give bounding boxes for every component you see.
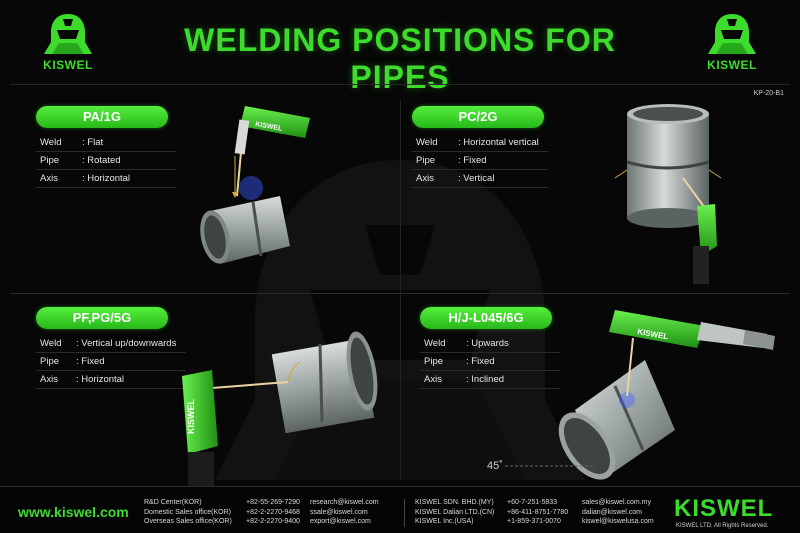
torch-label: KISWEL	[186, 398, 196, 434]
spec-value: : Fixed	[76, 356, 105, 367]
spec-row: Pipe : Rotated	[36, 152, 176, 170]
footer: www.kiswel.com R&D Center(KOR) Domestic …	[0, 486, 800, 533]
page-title: WELDING POSITIONS FOR PIPES	[184, 22, 616, 95]
phones-intl: +60-7-251-5833 +86-411-8751-7780 +1-859-…	[507, 498, 568, 527]
email-link[interactable]: ssale@kiswel.com	[310, 508, 368, 516]
header: KISWEL WELDING POSITIONS FOR PIPES KISWE…	[0, 0, 800, 95]
website-link[interactable]: www.kiswel.com	[18, 504, 129, 520]
kiswel-logo-right: KISWEL	[692, 12, 772, 74]
emails-intl: sales@kiswel.com.my dalian@kiswel.com ki…	[582, 498, 654, 527]
office-name: Overseas Sales office(KOR)	[144, 518, 232, 525]
spec-key: Weld	[40, 137, 62, 148]
spec-row: Pipe : Fixed	[36, 353, 186, 371]
spec-value: : Flat	[82, 137, 104, 148]
logo-text: KISWEL	[43, 58, 93, 72]
office-name: KISWEL Inc.(USA)	[415, 518, 474, 525]
emails-kor: research@kiswel.com ssale@kiswel.com exp…	[310, 498, 379, 527]
spec-table: Weld : Flat Pipe : Rotated Axis : Horizonta…	[36, 134, 176, 188]
phone-number: +82-55-269-7290	[246, 499, 300, 506]
spec-row: Axis : Vertical	[412, 170, 548, 188]
spec-key: Axis	[416, 173, 434, 184]
phone-number: +86-411-8751-7780	[507, 508, 569, 516]
spec-value: : Horizontal	[82, 173, 131, 184]
kiswel-logo-left: KISWEL	[28, 12, 108, 74]
spec-row: Weld : Horizontal vertical	[412, 134, 548, 152]
horizontal-divider	[10, 293, 790, 294]
position-badge: PA/1G	[36, 106, 168, 128]
spec-row: Axis : Horizontal	[36, 170, 176, 188]
spec-value: : Inclined	[466, 374, 505, 385]
office-name: R&D Center(KOR)	[144, 499, 202, 506]
office-name: KISWEL Dalian LTD.(CN)	[415, 508, 495, 516]
spec-key: Axis	[40, 374, 58, 385]
email-link[interactable]: sales@kiswel.com.my	[582, 499, 651, 506]
phones-kor: +82-55-269-7290 +82-2-2270-9468 +82-2-22…	[246, 498, 300, 527]
spec-key: Pipe	[424, 356, 444, 367]
spec-row: Pipe : Fixed	[412, 152, 548, 170]
spec-key: Axis	[40, 173, 58, 184]
spec-key: Pipe	[416, 155, 436, 166]
spec-value: : Fixed	[458, 155, 487, 166]
spec-value: : Upwards	[466, 338, 509, 349]
welder-mask-icon	[708, 14, 756, 54]
email-link[interactable]: dalian@kiswel.com	[582, 508, 643, 516]
email-link[interactable]: kiswel@kiswelusa.com	[582, 518, 654, 525]
spec-value: : Horizontal vertical	[458, 137, 539, 148]
offices-kor: R&D Center(KOR) Domestic Sales office(KO…	[144, 498, 232, 527]
vertical-divider	[400, 100, 401, 480]
phone-number: +60-7-251-5833	[507, 499, 558, 506]
spec-row: Weld : Vertical up/downwards	[36, 335, 186, 353]
hl045-6g-illustration: KISWEL	[505, 310, 775, 480]
spec-row: Weld : Upwards	[420, 335, 560, 353]
torch-label: KISWEL	[255, 121, 284, 133]
header-divider	[10, 84, 790, 85]
pf-pg-5g-illustration: KISWEL	[182, 331, 378, 486]
position-pc-2g: PC/2G Weld : Horizontal vertical Pipe : Fi…	[412, 106, 548, 188]
spec-value: : Rotated	[82, 155, 121, 166]
welder-mask-icon	[44, 14, 92, 54]
spec-row: Axis : Horizontal	[36, 371, 186, 389]
phone-number: +82-2-2270-9468	[246, 508, 300, 516]
spec-table: Weld : Upwards Pipe : Fixed Axis : Inclined	[420, 335, 560, 389]
spec-key: Pipe	[40, 356, 60, 367]
position-badge: H/J-L045/6G	[420, 307, 552, 329]
logo-text: KISWEL	[707, 58, 757, 72]
position-badge: PC/2G	[412, 106, 544, 128]
office-name: Domestic Sales office(KOR)	[144, 508, 232, 516]
spec-value: : Vertical	[458, 173, 495, 184]
spec-value: : Horizontal	[76, 374, 125, 385]
email-link[interactable]: research@kiswel.com	[310, 499, 379, 506]
spec-table: Weld: Vertical up/downwards Pipe: Fixed …	[36, 335, 186, 389]
spec-key: Pipe	[40, 155, 60, 166]
phone-number: +1-859-371-0070	[507, 518, 561, 525]
footer-brand-logo: KISWEL	[674, 495, 774, 522]
spec-value: : Vertical up/downwards	[76, 338, 177, 349]
copyright: KISWEL LTD. All Rights Reserved.	[676, 523, 769, 529]
spec-row: Weld : Flat	[36, 134, 176, 152]
spec-row: Axis : Inclined	[420, 371, 560, 389]
email-link[interactable]: export@kiswel.com	[310, 518, 371, 525]
spec-key: Weld	[424, 338, 446, 349]
position-hl045-6g: H/J-L045/6G Weld : Upwards Pipe : Fixed Ax…	[420, 307, 560, 389]
spec-key: Axis	[424, 374, 442, 385]
position-badge: PF,PG/5G	[36, 307, 168, 329]
footer-separator	[404, 499, 405, 527]
spec-value: : Fixed	[466, 356, 495, 367]
spec-table: Weld : Horizontal vertical Pipe : Fixed Ax…	[412, 134, 548, 188]
office-name: KISWEL SDN. BHD.(MY)	[415, 499, 494, 506]
document-code: KP-20-B1	[753, 90, 784, 97]
angle-label: 45˚	[487, 460, 503, 472]
position-pf-pg-5g: PF,PG/5G Weld : Vertical up/downwards Pip…	[36, 307, 186, 389]
offices-intl: KISWEL SDN. BHD.(MY) KISWEL Dalian LTD.(…	[415, 498, 494, 527]
spec-key: Weld	[40, 338, 62, 349]
position-pa-1g: PA/1G Weld : Flat Pipe : Rotated Axis : Hor…	[36, 106, 176, 188]
phone-number: +82-2-2270-9400	[246, 518, 300, 525]
pc-2g-illustration	[614, 104, 722, 284]
spec-key: Weld	[416, 137, 438, 148]
pa-1g-illustration: KISWEL	[200, 106, 310, 264]
spec-row: Pipe : Fixed	[420, 353, 560, 371]
